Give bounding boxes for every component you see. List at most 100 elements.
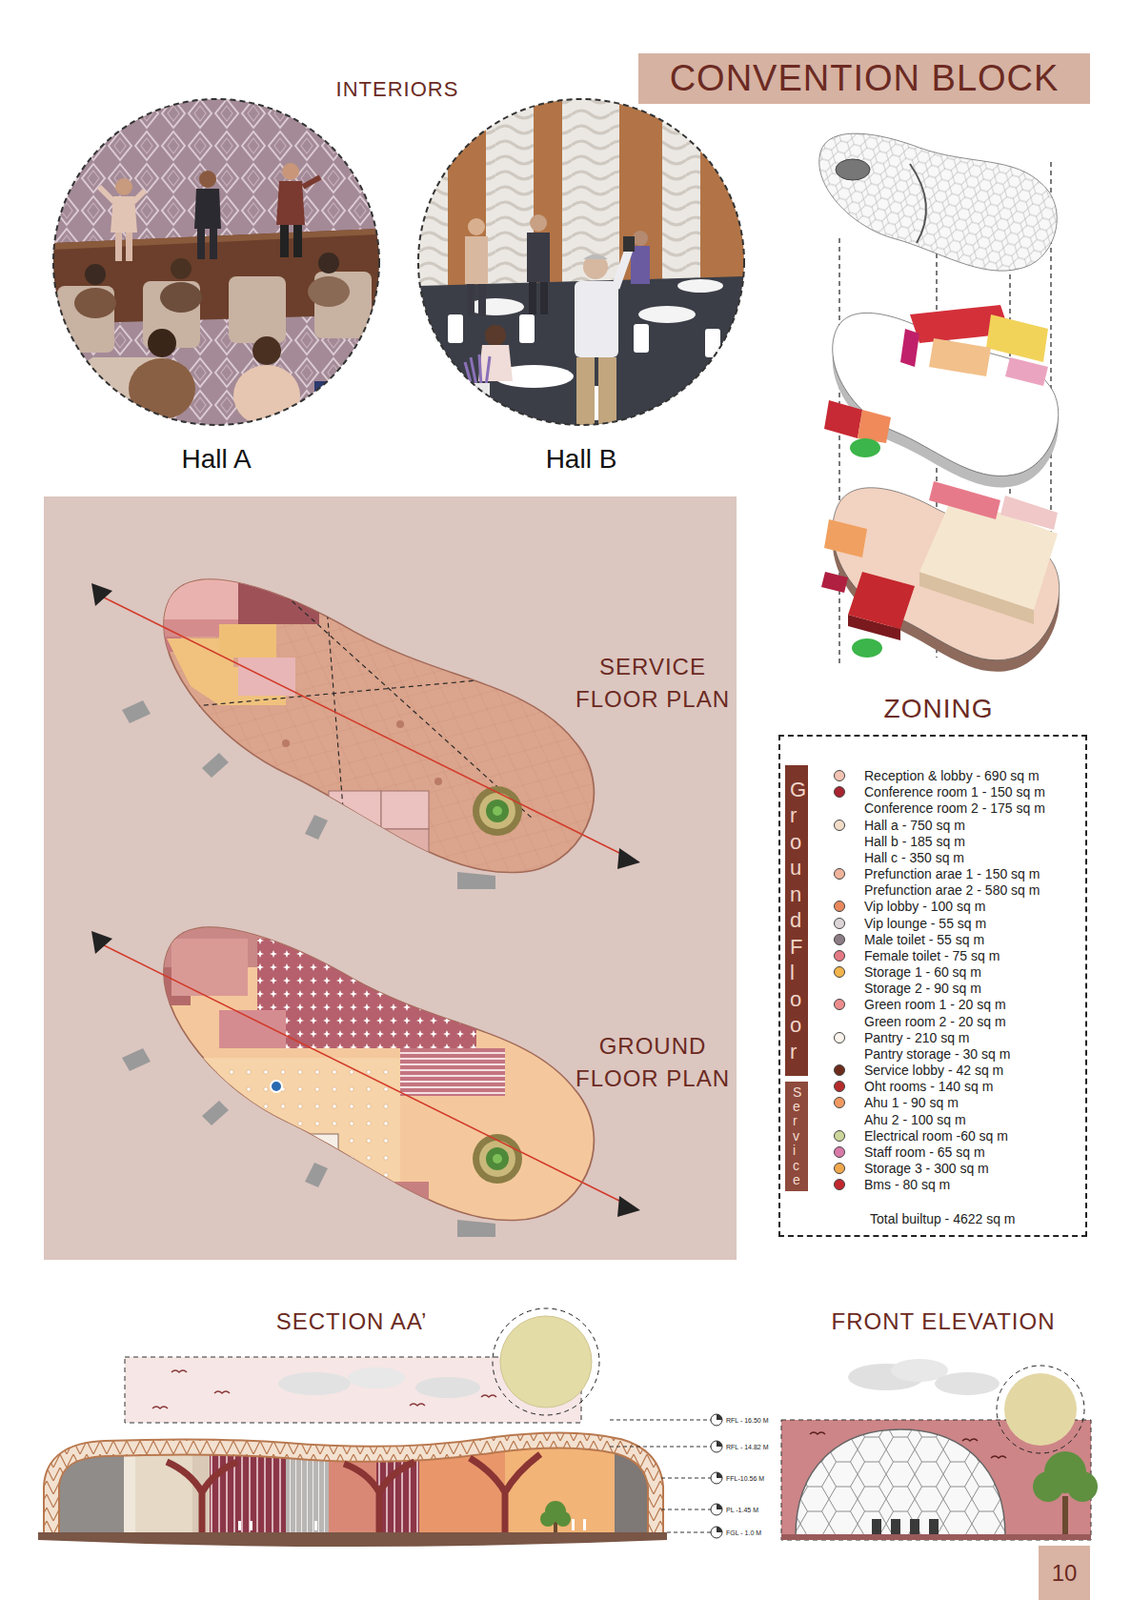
hall-a-render <box>302 177 321 187</box>
level-markers <box>716 1472 723 1478</box>
legend-swatch <box>833 1031 846 1044</box>
section-drawing <box>51 1439 656 1533</box>
hall-a-render <box>209 228 218 260</box>
hall-b-render <box>528 282 537 315</box>
legend-text: Conference room 2 - 175 sq m <box>864 799 1046 817</box>
hall-label: Hall A <box>181 444 251 475</box>
legend-text: Female toilet - 75 sq m <box>864 947 1000 965</box>
service-floor-plan <box>485 799 509 823</box>
level-label: FFL-10.56 M <box>726 1474 765 1482</box>
hall-a-render <box>99 186 145 202</box>
section-drawing <box>166 1454 541 1533</box>
legend-row: Bms - 80 sq m <box>829 1175 1069 1193</box>
service-floor-plan <box>492 806 503 816</box>
front-elevation-drawing <box>990 1455 1007 1458</box>
legend-text: Conference room 1 - 150 sq m <box>864 783 1046 801</box>
level-markers <box>710 1440 723 1453</box>
hall-b-render <box>418 276 745 425</box>
legend-text: Electrical room -60 sq m <box>864 1127 1009 1145</box>
service-floor-plan <box>104 619 239 637</box>
legend-text: Ahu 1 - 90 sq m <box>864 1093 959 1111</box>
legend-text: Prefunction arae 2 - 580 sq m <box>864 881 1040 899</box>
hall-b-render <box>418 99 745 425</box>
hall-a-render <box>115 178 133 196</box>
section-heading: FRONT ELEVATION <box>830 1308 1055 1335</box>
legend-text: Green room 2 - 20 sq m <box>864 1012 1007 1031</box>
hall-a-render <box>84 263 106 285</box>
interior-circle: Hall B <box>418 99 745 475</box>
level-label: FGL - 1.0 M <box>726 1529 762 1536</box>
zoning-axonometric <box>804 467 1078 680</box>
legend-swatch <box>833 769 846 782</box>
legend-row: Hall b - 185 sq m <box>829 832 1069 850</box>
hall-b-render <box>583 254 608 280</box>
service-floor-plan <box>152 571 572 868</box>
service-floor-plan <box>238 657 296 696</box>
legend-swatch <box>833 1080 846 1092</box>
zoning-axonometric <box>835 159 870 181</box>
section-drawing <box>171 1370 187 1373</box>
section-drawing <box>481 1394 497 1397</box>
front-elevation-drawing <box>871 1518 882 1536</box>
hall-a-render <box>199 170 217 188</box>
section-heading: ZONING <box>884 693 994 725</box>
legend-row: Staff room - 65 sq m <box>829 1143 1069 1161</box>
hall-b-render <box>464 236 488 284</box>
hall-b-render <box>633 323 649 353</box>
section-drawing <box>51 1429 656 1533</box>
plan-panel <box>43 496 737 1260</box>
legend-swatch <box>833 819 846 831</box>
legend-row: Pantry - 210 sq m <box>829 1029 1069 1047</box>
hall-a-render <box>53 376 92 434</box>
legend-swatch <box>833 1146 846 1158</box>
legend-text: Reception & lobby - 690 sq m <box>864 767 1040 785</box>
legend-row: Green room 1 - 20 sq m <box>829 995 1069 1013</box>
legend-row: Prefunction arae 1 - 150 sq m <box>829 865 1069 883</box>
legend-text: Storage 1 - 60 sq m <box>864 963 982 981</box>
level-markers <box>710 1526 723 1538</box>
total-builtup: Total builtup - 4622 sq m <box>869 1210 1016 1228</box>
legend-text: Service lobby - 42 sq m <box>864 1061 1004 1079</box>
front-elevation-drawing <box>934 1372 1000 1395</box>
hall-a-render <box>276 181 305 225</box>
level-label: PL -1.45 M <box>726 1506 759 1514</box>
hall-b-render <box>574 281 619 358</box>
section-heading: INTERIORS <box>336 77 460 102</box>
service-floor-plan <box>434 777 443 786</box>
front-elevation-drawing <box>809 1432 826 1434</box>
zoning-axonometric <box>821 571 849 593</box>
legend-row: Conference room 2 - 175 sq m <box>829 799 1069 817</box>
front-elevation-drawing <box>909 1518 920 1536</box>
front-elevation-drawing <box>890 1518 901 1536</box>
section-drawing <box>540 1511 556 1527</box>
section-drawing <box>555 1511 571 1527</box>
section-drawing <box>571 1518 575 1531</box>
ground-floor-plan <box>104 952 143 1030</box>
legend-row: Male toilet - 55 sq m <box>829 930 1069 949</box>
front-elevation-drawing <box>1062 1495 1069 1538</box>
legend-text: Pantry - 210 sq m <box>864 1029 970 1047</box>
page-number: 10 <box>1051 1559 1078 1587</box>
ground-floor-plan <box>91 894 641 1256</box>
zoning-axonometric <box>824 519 868 558</box>
legend-row: Oht rooms - 140 sq m <box>829 1077 1069 1095</box>
ground-floor-plan <box>100 943 629 1206</box>
hall-a-render <box>125 232 133 262</box>
legend-row: Service lobby - 42 sq m <box>829 1061 1069 1079</box>
ground-floor-plan <box>371 1181 429 1211</box>
section-drawing <box>583 1518 586 1531</box>
hall-a-render <box>194 188 222 229</box>
band-label: Ground Floor <box>789 776 800 1066</box>
front-elevation-drawing <box>781 1358 1098 1540</box>
legend-swatch <box>833 900 846 912</box>
legend-row: Green room 2 - 20 sq m <box>829 1012 1069 1031</box>
zoning-axonometric <box>802 118 1078 691</box>
level-label: RFL - 16.50 M <box>726 1416 768 1424</box>
legend-row: Female toilet - 75 sq m <box>829 947 1069 965</box>
legend-row: Hall a - 750 sq m <box>829 816 1069 834</box>
hall-a-render <box>147 328 177 358</box>
hall-a-render <box>282 162 300 181</box>
legend-swatch <box>833 868 846 880</box>
legend-swatch <box>833 917 846 930</box>
hall-b-render <box>467 218 485 236</box>
